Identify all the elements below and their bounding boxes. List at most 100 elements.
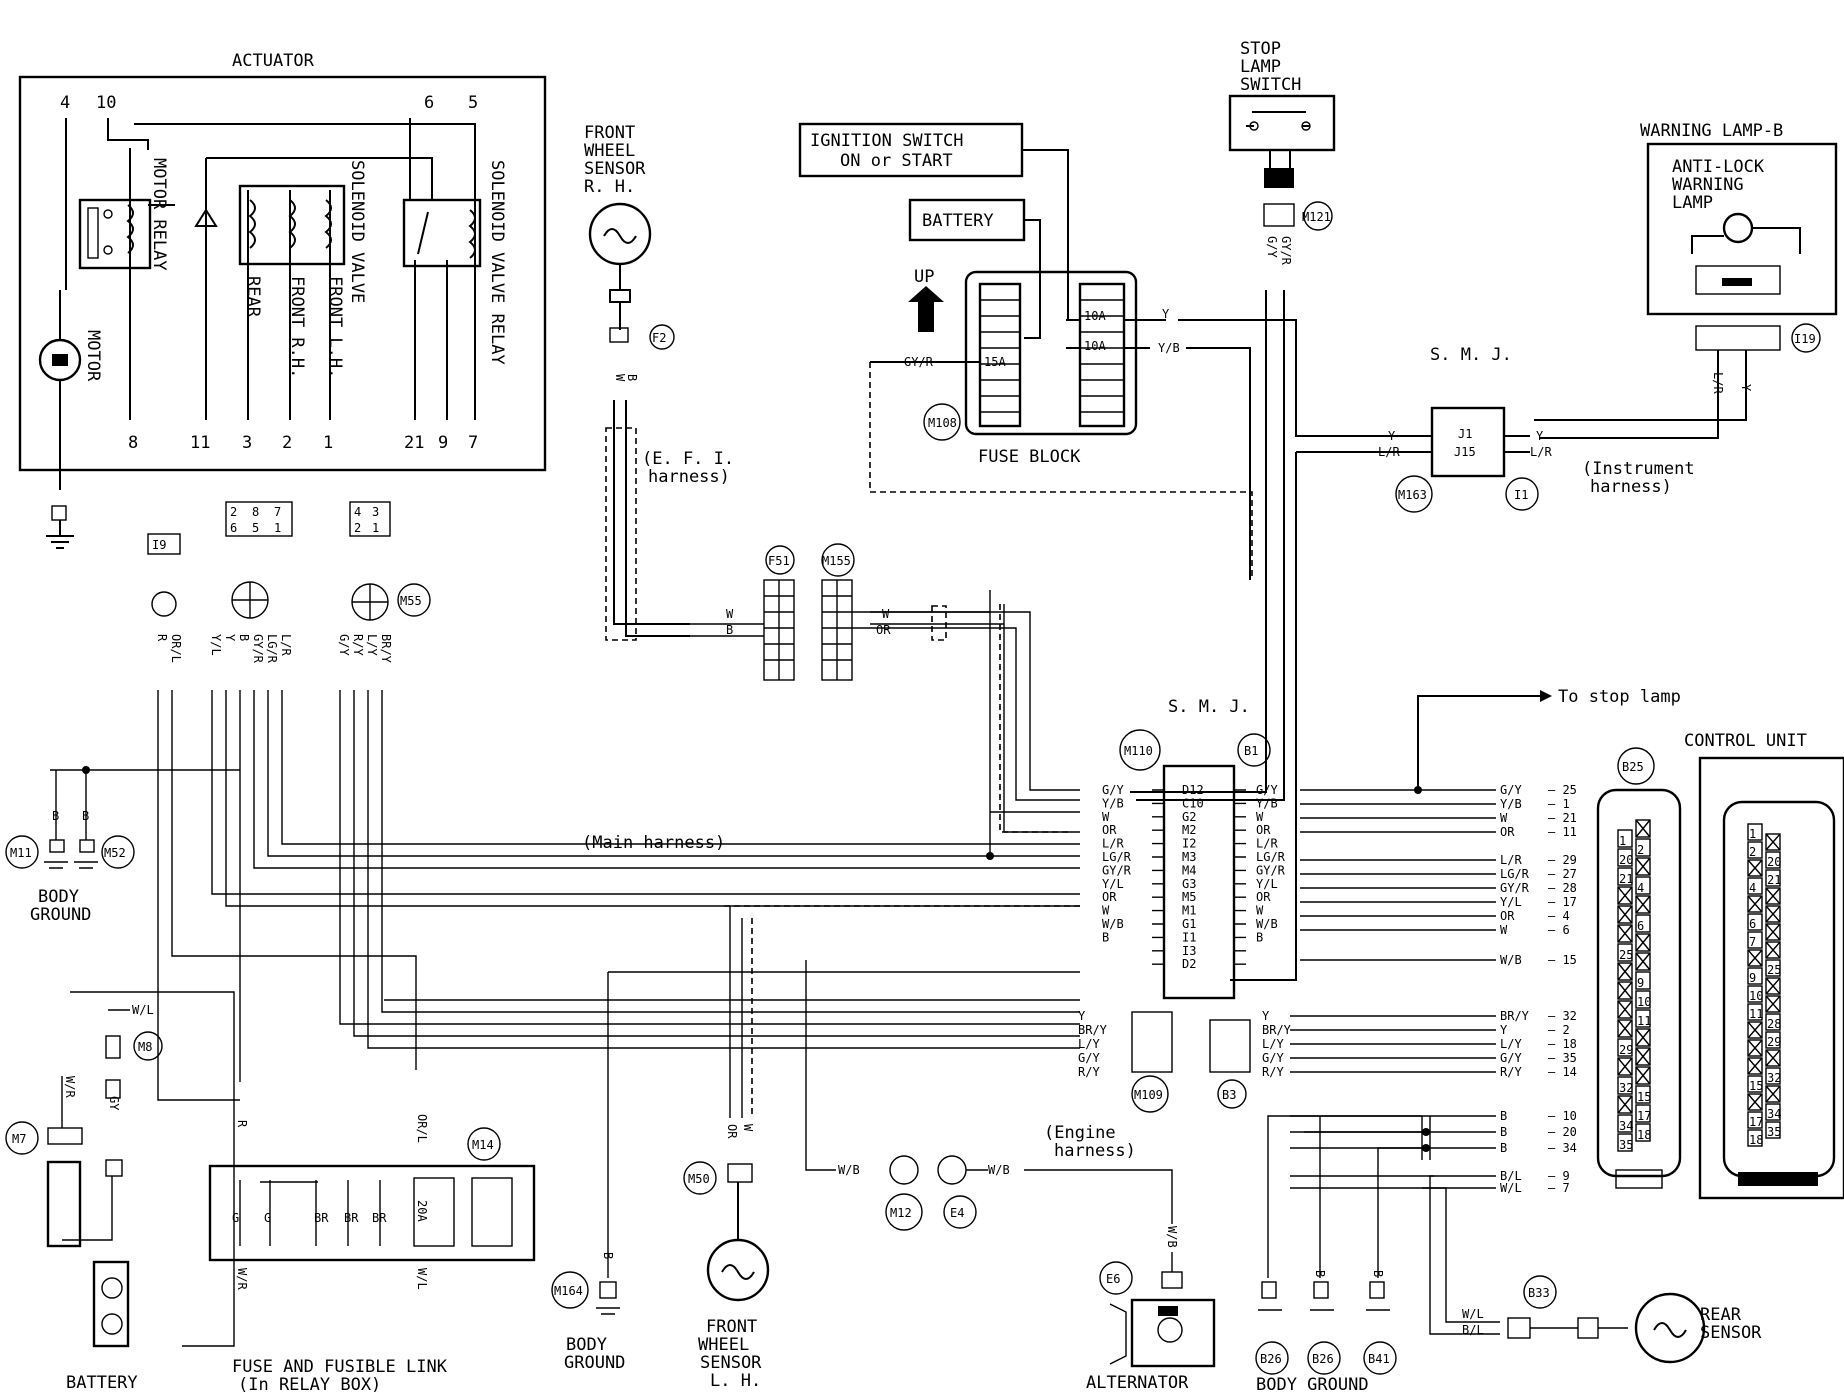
smj-right-wire-label: W <box>1256 904 1264 918</box>
cu-pin-number: — 34 <box>1548 1141 1577 1155</box>
wl-gy-left: GY <box>107 1096 121 1111</box>
pin-j15: J15 <box>1454 445 1476 459</box>
cu-wire-label: G/Y <box>1500 1051 1522 1065</box>
cu-pin: 9 <box>1637 976 1644 990</box>
cu-pin: 29 <box>1619 1043 1633 1057</box>
conn-b25: B25 <box>1622 760 1644 774</box>
smj-main-title: S. M. J. <box>1168 697 1250 717</box>
smj-left-wire-label: LG/R <box>1102 850 1132 864</box>
conn-i19: I19 <box>1794 332 1816 346</box>
stop-lamp-switch-box <box>1228 94 1336 152</box>
motor-label: MOTOR <box>83 330 103 382</box>
smj-main-box <box>1162 764 1236 1000</box>
cu-pin: 4 <box>1749 881 1756 895</box>
smj-pin-label: I3 <box>1182 944 1196 958</box>
smj-right-wire-label: Y/B <box>1256 796 1278 810</box>
f51-w: W <box>726 607 734 621</box>
conn-m14: M14 <box>472 1138 494 1152</box>
wl-w-lh: W <box>741 1124 755 1132</box>
cu-pin: 18 <box>1637 1128 1651 1142</box>
rear-sensor-l1: REAR <box>1700 1305 1742 1325</box>
cu-pin-number: — 4 <box>1548 909 1570 923</box>
cu-wire-label: OR <box>1500 909 1515 923</box>
cu-pin: 35 <box>1767 1125 1781 1139</box>
cu-pin: 6 <box>1749 917 1756 931</box>
conn-b33: B33 <box>1528 1286 1550 1300</box>
cu-wire-label: B/L <box>1500 1169 1522 1183</box>
solenoid-valve-relay-label: SOLENOID VALVE RELAY <box>487 160 507 365</box>
cu-pin: 29 <box>1767 1035 1781 1049</box>
wl-wr-left: W/R <box>63 1076 77 1098</box>
fuse-link-l2: (In RELAY BOX) <box>238 1375 381 1392</box>
cu-pin: 21 <box>1767 873 1781 887</box>
cu-wire-label: GY/R <box>1500 881 1530 895</box>
cu-pin-number: — 2 <box>1548 1023 1570 1037</box>
sensor-lh-symbol <box>706 1238 770 1302</box>
pin-j1: J1 <box>1458 427 1472 441</box>
smj-pin-label: G2 <box>1182 810 1196 824</box>
wire-w-rh: W <box>613 374 627 382</box>
wire-gyr-stop: GY/R <box>1279 236 1293 266</box>
left-grounds: B B M11 M52 BODY GROUND <box>5 770 135 925</box>
cu-wire-label: W/L <box>1500 1181 1522 1195</box>
conn-m12: M12 <box>890 1206 912 1220</box>
sensor-rh-l4: R. H. <box>584 177 635 197</box>
wl-wr-relay: W/R <box>235 1268 249 1290</box>
sensor-rh-l1: FRONT <box>584 123 635 143</box>
cu-pin: 34 <box>1619 1119 1633 1133</box>
cu-pin: 10 <box>1637 995 1651 1009</box>
motor-relay-label: MOTOR RELAY <box>149 158 169 271</box>
cu-wire-label: L/Y <box>1500 1037 1522 1051</box>
battery-fuse-link: W/L M8 W/R GY M7 BATTERY M14 20A OR/L R … <box>5 991 536 1392</box>
smj-left-wire-label: OR <box>1102 823 1117 837</box>
smj-right-wire-label: G/Y <box>1256 783 1278 797</box>
cu-pin: 4 <box>1637 881 1644 895</box>
front-wheel-sensor-rh: FRONT WHEEL SENSOR R. H. F2 W B (E. F. I… <box>584 123 734 641</box>
smj-right-wire-label: L/R <box>1256 837 1278 851</box>
wire-yb-fuse: Y/B <box>1158 341 1180 355</box>
smj-left-wire-label: W <box>1102 810 1110 824</box>
main-harness-label: (Main harness) <box>582 833 725 853</box>
stop-lamp-l2: LAMP <box>1240 57 1281 77</box>
actuator-frame <box>18 75 547 472</box>
sensor-rh-l3: SENSOR <box>584 159 646 179</box>
efi-harness-l1: (E. F. I. <box>642 449 734 469</box>
i9-pin-2: 2 <box>230 505 237 519</box>
cu-wire-label: Y/B <box>1500 797 1522 811</box>
smj-left-wire-label: GY/R <box>1102 863 1132 877</box>
sensor-lh-l2: WHEEL <box>698 1335 749 1355</box>
conn-e4: E4 <box>950 1206 964 1220</box>
instr-harness-l2: harness) <box>1590 477 1672 497</box>
cu-pin: 1 <box>1749 827 1756 841</box>
solenoid-box <box>238 184 346 266</box>
solenoid-valve-label: SOLENOID VALVE <box>347 160 367 303</box>
m109-wire-label: BR/Y <box>1078 1023 1108 1037</box>
cu-pin: 34 <box>1767 1107 1781 1121</box>
cu-pin: 18 <box>1749 1133 1763 1147</box>
body-ground-bottom: BODY GROUND <box>1256 1375 1369 1392</box>
wl-br-2: BR <box>344 1211 359 1225</box>
conn-m164: M164 <box>554 1284 583 1298</box>
smj-right-wire-label: Y/L <box>1256 877 1278 891</box>
m55-pin-2: 2 <box>354 521 361 535</box>
cu-pin-number: — 28 <box>1548 881 1577 895</box>
fuse-block-frame <box>964 270 1138 436</box>
cu-connector-left <box>1596 788 1682 1178</box>
cu-pin: 7 <box>1749 935 1756 949</box>
b3-wire-label: R/Y <box>1262 1065 1284 1079</box>
cu-pin: 28 <box>1767 1017 1781 1031</box>
wire-y-fuse: Y <box>1162 307 1170 321</box>
conn-b3: B3 <box>1222 1088 1236 1102</box>
pin-4: 4 <box>60 93 70 113</box>
cu-pin: 6 <box>1637 919 1644 933</box>
pin-11: 11 <box>190 433 210 453</box>
smj-left-wire-label: W <box>1102 904 1110 918</box>
alternator-box <box>1130 1298 1216 1368</box>
warning-lamp: WARNING LAMP-B ANTI-LOCK WARNING LAMP I1… <box>1534 121 1838 439</box>
wl-ry: R/Y <box>351 634 365 656</box>
wl-wl-top: W/L <box>132 1003 154 1017</box>
smj-pin-label: D2 <box>1182 957 1196 971</box>
smj-top: S. M. J. J1 J15 Y L/R Y L/R M163 I1 (Ins… <box>1230 345 1695 981</box>
warning-l2: WARNING <box>1672 175 1744 195</box>
